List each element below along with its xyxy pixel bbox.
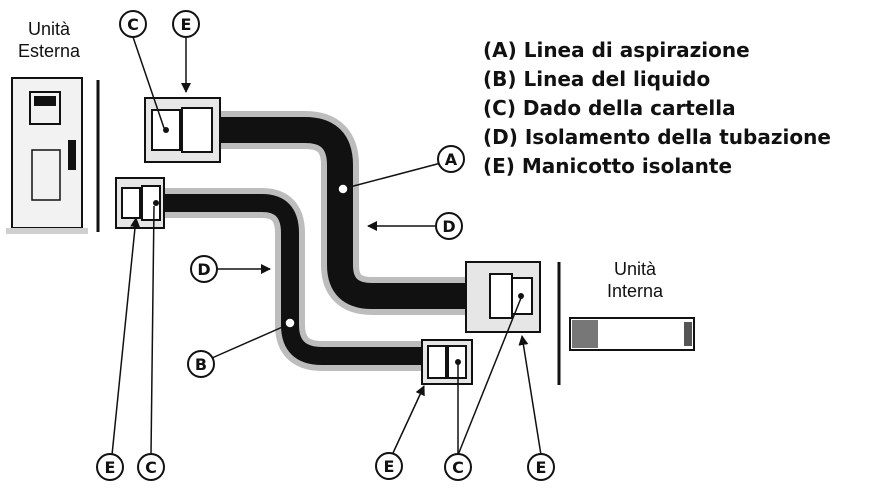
legend-item-c: (C) Dado della cartella [483, 96, 736, 120]
liquid-line [160, 188, 430, 371]
callout-c-top: C [119, 10, 147, 38]
callout-b-label: B [195, 355, 207, 374]
callout-e-bottom-mid-label: E [384, 457, 395, 476]
callout-e-top-label: E [181, 15, 192, 34]
callout-d-right: D [435, 212, 463, 240]
callout-c-bottom-left: C [137, 453, 165, 481]
legend: (A) Linea di aspirazione (B) Linea del l… [483, 36, 831, 181]
liquid-fitting-indoor [421, 339, 473, 385]
indoor-unit-illustration [557, 262, 695, 385]
callout-d-left: D [190, 255, 218, 283]
suction-fitting-outdoor [144, 97, 221, 163]
callout-c-bottom-mid: C [444, 453, 472, 481]
indoor-unit-label-line2: Interna [606, 281, 664, 301]
legend-item-b: (B) Linea del liquido [483, 67, 711, 91]
callout-a: A [437, 145, 465, 173]
legend-item-d: (D) Isolamento della tubazione [483, 125, 831, 149]
callout-d-right-label: D [442, 217, 455, 236]
callout-d-left-label: D [197, 260, 210, 279]
liquid-fitting-outdoor [115, 177, 165, 229]
legend-item-a: (A) Linea di aspirazione [483, 38, 750, 62]
outdoor-unit-illustration [6, 77, 100, 234]
callout-e-top: E [172, 10, 200, 38]
callout-c-bottom-mid-label: C [452, 458, 464, 477]
callout-c-top-label: C [127, 15, 139, 34]
outdoor-unit-label: Unità Esterna [6, 18, 92, 62]
indoor-unit-label-line1: Unità [613, 259, 657, 279]
callout-e-bottom-left-label: E [105, 458, 116, 477]
suction-line [215, 111, 495, 315]
callout-e-bottom-mid: E [375, 452, 403, 480]
callout-e-bottom-right-label: E [536, 458, 547, 477]
callout-a-label: A [445, 150, 458, 169]
callout-leaders [111, 36, 542, 456]
suction-fitting-indoor [465, 261, 541, 333]
callout-e-bottom-left: E [96, 453, 124, 481]
outdoor-unit-label-line2: Esterna [17, 41, 81, 61]
callout-e-bottom-right: E [527, 453, 555, 481]
indoor-unit-label: Unità Interna [590, 258, 680, 302]
outdoor-unit-label-line1: Unità [27, 19, 71, 39]
legend-item-e: (E) Manicotto isolante [483, 154, 733, 178]
callout-c-bottom-left-label: C [145, 458, 157, 477]
callout-b: B [187, 350, 215, 378]
